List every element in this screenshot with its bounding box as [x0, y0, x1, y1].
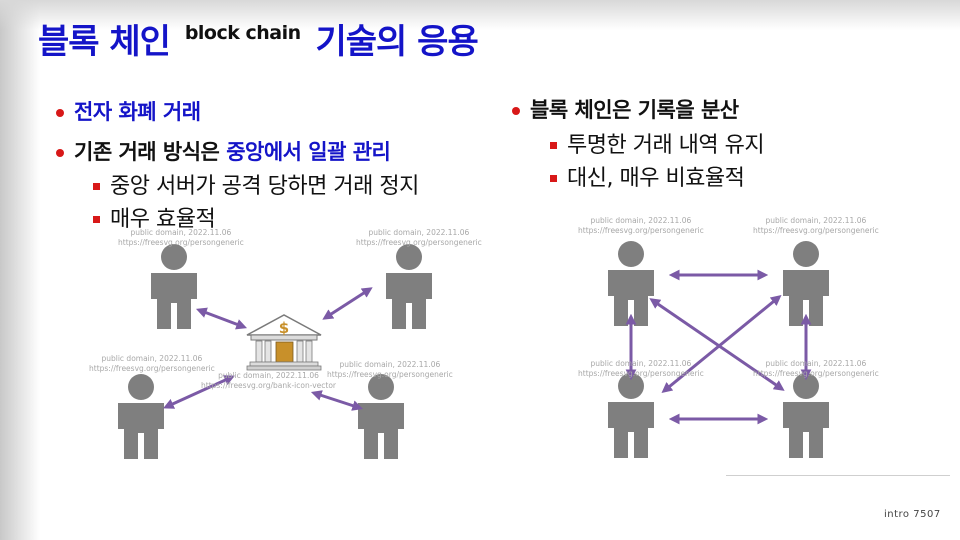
- bank-icon: $: [246, 314, 322, 371]
- left-sub-1: 중앙 서버가 공격 당하면 거래 정지: [93, 168, 419, 200]
- sub-bullet-square: [93, 216, 100, 223]
- bullet-dot: [512, 107, 520, 115]
- double-arrow: [310, 390, 364, 411]
- double-arrow: [322, 287, 373, 320]
- bullet-dot: [56, 109, 64, 117]
- double-arrow: [163, 375, 235, 409]
- title-rest: 기술의 응용: [315, 22, 479, 62]
- person-icon: [783, 373, 829, 458]
- person-icon: [608, 373, 654, 458]
- sub-bullet-square: [93, 183, 100, 190]
- right-sub-1: 투명한 거래 내역 유지: [550, 127, 765, 159]
- double-arrow: [661, 294, 782, 394]
- person-icon: [118, 374, 164, 459]
- person-icon: [151, 244, 197, 329]
- sub-bullet-square: [550, 175, 557, 182]
- person-icon: [608, 241, 654, 326]
- person-icon: [386, 244, 432, 329]
- right-sub-2: 대신, 매우 비효율적: [550, 160, 745, 192]
- person-icon: [783, 241, 829, 326]
- svg-text:$: $: [279, 319, 289, 337]
- left-bullet-1: 전자 화폐 거래: [56, 96, 201, 126]
- left-sub-2: 매우 효율적: [93, 201, 216, 233]
- slide-gradient-top: [0, 0, 960, 30]
- left-bullet-2: 기존 거래 방식은 중앙에서 일괄 관리: [56, 136, 391, 166]
- bullet-dot: [56, 149, 64, 157]
- footer-rule: [726, 475, 950, 476]
- slide-footer: intro 7507: [884, 509, 941, 520]
- double-arrow: [195, 307, 248, 330]
- peer-links: [625, 269, 812, 425]
- slide-gradient-left: [0, 0, 40, 540]
- title-sup: block chain: [184, 22, 301, 44]
- central-links: [163, 287, 373, 411]
- person-icon: [358, 374, 404, 459]
- sub-bullet-square: [550, 142, 557, 149]
- slide-title: 블록 체인 block chain 기술의 응용: [38, 14, 479, 63]
- title-main: 블록 체인: [38, 22, 171, 62]
- right-bullet-1: 블록 체인은 기록을 분산: [512, 94, 739, 124]
